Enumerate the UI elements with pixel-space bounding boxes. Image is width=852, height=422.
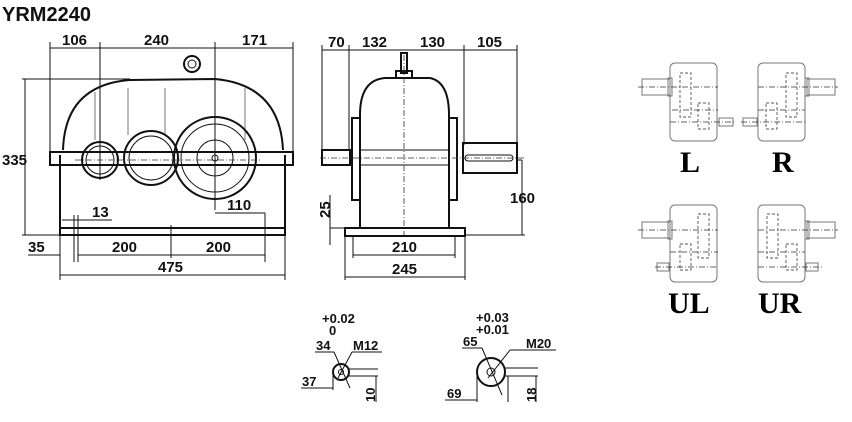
output-diameter: 65	[463, 334, 477, 349]
input-thread: M12	[353, 338, 378, 353]
assembly-type-UL: UL	[638, 204, 718, 320]
dim-200-left: 200	[112, 239, 137, 256]
input-key-width: 10	[363, 388, 378, 402]
dim-210: 210	[392, 239, 417, 256]
assembly-type-UR: UR	[757, 204, 838, 320]
input-tol-upper: +0.02	[322, 311, 355, 326]
output-tol-upper: +0.03	[476, 310, 509, 325]
output-key-width: 18	[524, 388, 539, 402]
dim-132: 132	[362, 34, 387, 51]
dim-106: 106	[62, 32, 87, 49]
output-shaft-section: +0.03 +0.01 65 M20 18 69	[445, 310, 556, 402]
dim-240: 240	[144, 32, 169, 49]
assembly-type-R: R	[741, 62, 838, 179]
dim-200-right: 200	[206, 239, 231, 256]
input-shaft-section: +0.02 0 34 M12 10 37	[301, 311, 382, 402]
front-view: 106 240 171 335 13 110 35 200	[2, 32, 294, 280]
output-thread: M20	[526, 336, 551, 351]
dim-70: 70	[328, 34, 345, 51]
label-L: L	[680, 146, 700, 179]
dim-130: 130	[420, 34, 445, 51]
side-view: 70 132 130 105 160 25 210 245	[317, 34, 535, 280]
input-tol-lower: 0	[329, 323, 336, 338]
dim-105: 105	[477, 34, 502, 51]
dim-25: 25	[317, 201, 334, 218]
dim-245: 245	[392, 261, 417, 278]
dim-35: 35	[28, 239, 45, 256]
label-R: R	[772, 146, 794, 179]
output-key-height: 69	[447, 386, 461, 401]
dim-335: 335	[2, 152, 27, 169]
label-UR: UR	[758, 287, 802, 320]
input-diameter: 34	[316, 338, 331, 353]
input-key-height: 37	[302, 374, 316, 389]
assembly-type-L: L	[638, 62, 735, 179]
dim-171: 171	[242, 32, 267, 49]
model-title: YRM2240	[2, 4, 91, 26]
dim-13: 13	[92, 204, 109, 221]
output-tol-lower: +0.01	[476, 322, 509, 337]
dim-475: 475	[158, 259, 183, 276]
dim-110: 110	[227, 197, 251, 214]
dim-160: 160	[510, 190, 535, 207]
label-UL: UL	[668, 287, 710, 320]
